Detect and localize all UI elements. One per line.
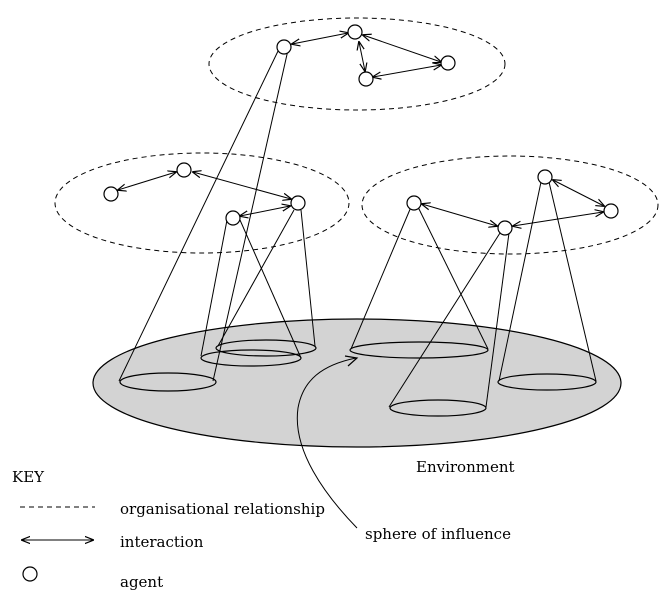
interaction-left-3 [240,206,290,216]
key-legend: KEY organisational relationship interact… [12,468,325,591]
agent-right-1 [406,195,422,211]
environment-area [92,318,622,448]
interaction-top-3 [359,42,365,71]
agent-right-2 [497,220,513,236]
interaction-top-4 [373,65,441,77]
agent-right-3 [537,169,553,185]
sphere-agent-mid-right [215,209,317,357]
agent-top-3 [358,71,374,87]
interaction-top-2 [363,35,441,62]
agent-left-2 [176,162,192,178]
agent-label: agent [120,573,163,591]
organisation-left [54,152,350,254]
interaction-left-2 [193,172,291,199]
environment-label: Environment [416,458,515,476]
interaction-right-2 [513,212,603,226]
sphere-agent-right-middle [388,232,510,417]
sphere-of-influence-pointer [296,357,358,529]
agent-left-3 [225,210,241,226]
agent-left-1 [103,186,119,202]
agent-left-4 [290,195,306,211]
interaction-label: interaction [120,533,204,551]
interaction-right-3 [553,180,604,206]
interaction-right-1 [422,204,497,226]
sphere-agent-right-left [349,206,489,359]
pointer-arrowhead [344,355,359,367]
agent-right-4 [603,203,619,219]
agent-top-2 [347,24,363,40]
key-title: KEY [12,468,45,486]
organisation-top [208,17,506,111]
sphere-of-influence-label: sphere of influence [365,525,511,543]
organisational-relationship-label: organisational relationship [120,500,325,518]
sphere-agent-mid-left [200,219,302,367]
interaction-top-1 [292,33,348,44]
agent-sample-icon [22,566,38,582]
agent-top-4 [440,55,456,71]
interaction-left-1 [118,172,176,190]
organisation-right [361,155,659,255]
agent-top-1 [276,39,292,55]
